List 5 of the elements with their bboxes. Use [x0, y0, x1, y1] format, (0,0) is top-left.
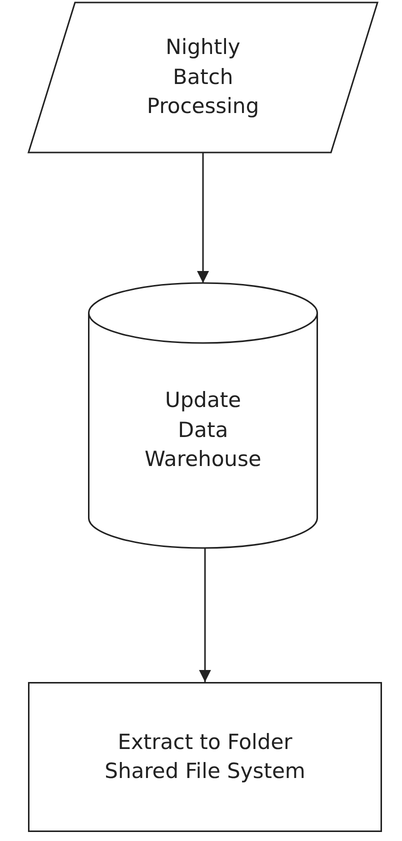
node-label: Nightly Batch Processing	[146, 34, 260, 120]
arrow	[199, 548, 211, 682]
node-label: Update Data Warehouse	[144, 387, 262, 474]
arrow	[197, 153, 209, 283]
node-label: Extract to Folder Shared File System	[104, 728, 306, 785]
